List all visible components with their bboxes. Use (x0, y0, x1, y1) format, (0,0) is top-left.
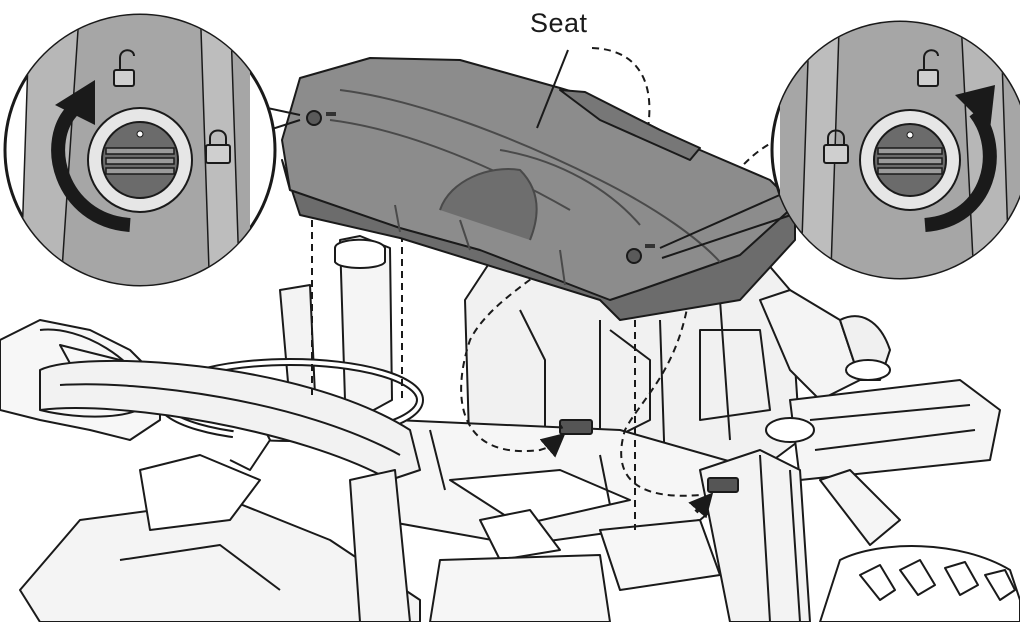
lock-icon (823, 129, 849, 164)
rotate-counterclockwise-arrow (51, 80, 131, 232)
left-lock-detail (3, 13, 277, 287)
slot-callouts (539, 419, 739, 519)
right-seat-slot (707, 477, 739, 493)
seat-cover (281, 57, 796, 321)
left-seat-slot (559, 419, 593, 435)
arrow-right-slot (688, 492, 714, 519)
lock-icon (205, 129, 231, 164)
vehicle-frame (0, 235, 1020, 622)
right-lock-detail (770, 20, 1020, 280)
unlock-icon (917, 49, 939, 87)
unlock-icon (113, 49, 135, 87)
seat-leader-line (536, 49, 569, 129)
seat-label: Seat (530, 8, 588, 38)
rotate-clockwise-arrow (924, 85, 997, 232)
